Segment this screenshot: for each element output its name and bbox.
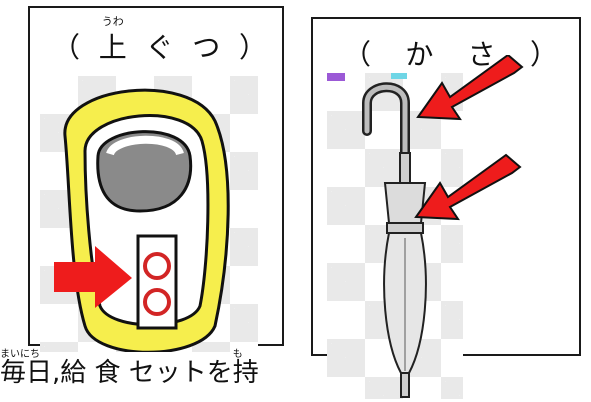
open-paren: （ [343, 38, 372, 71]
red-arrow-strap [414, 153, 522, 221]
open-paren: （ [52, 31, 81, 64]
umbrella-title: （ か さ ） [343, 33, 558, 73]
caption-ruby-2: も [232, 349, 243, 360]
title-kana-2: つ [192, 31, 221, 64]
red-arrow-handle [416, 55, 524, 121]
caption-ruby-1: まいにち [0, 349, 40, 360]
indoor-shoes-title: （ うわ 上 ぐ つ ） [52, 15, 267, 66]
title-ruby: うわ [101, 15, 124, 28]
caption-text-1: 毎日, [0, 358, 61, 388]
caption-text-2: 給 食 セットを [60, 358, 233, 388]
instruction-caption: まいにち 毎日, 給 食 セットを も 持 [0, 350, 259, 388]
name-circle-1 [143, 252, 171, 280]
shoe-opening [96, 130, 193, 213]
caption-text-3: 持 [232, 358, 259, 388]
caption-segment-3: も 持 [232, 350, 259, 388]
title-kana-1: か [405, 38, 434, 71]
title-kana-2: さ [467, 38, 496, 71]
indoor-shoe-illustration [40, 76, 258, 352]
close-paren: ） [529, 38, 558, 71]
red-arrow-shoe [54, 246, 132, 308]
close-paren: ） [238, 31, 267, 64]
caption-segment-1: まいにち 毎日, [0, 350, 61, 388]
title-kanji: 上 [98, 31, 127, 64]
title-kana-1: ぐ [145, 31, 174, 64]
umbrella-illustration [327, 73, 463, 399]
name-circle-2 [143, 288, 171, 316]
red-arrows-umbrella [414, 55, 524, 221]
indoor-shoes-card: （ うわ 上 ぐ つ ） [28, 6, 284, 352]
title-kanji-with-ruby: うわ 上 [98, 15, 127, 66]
